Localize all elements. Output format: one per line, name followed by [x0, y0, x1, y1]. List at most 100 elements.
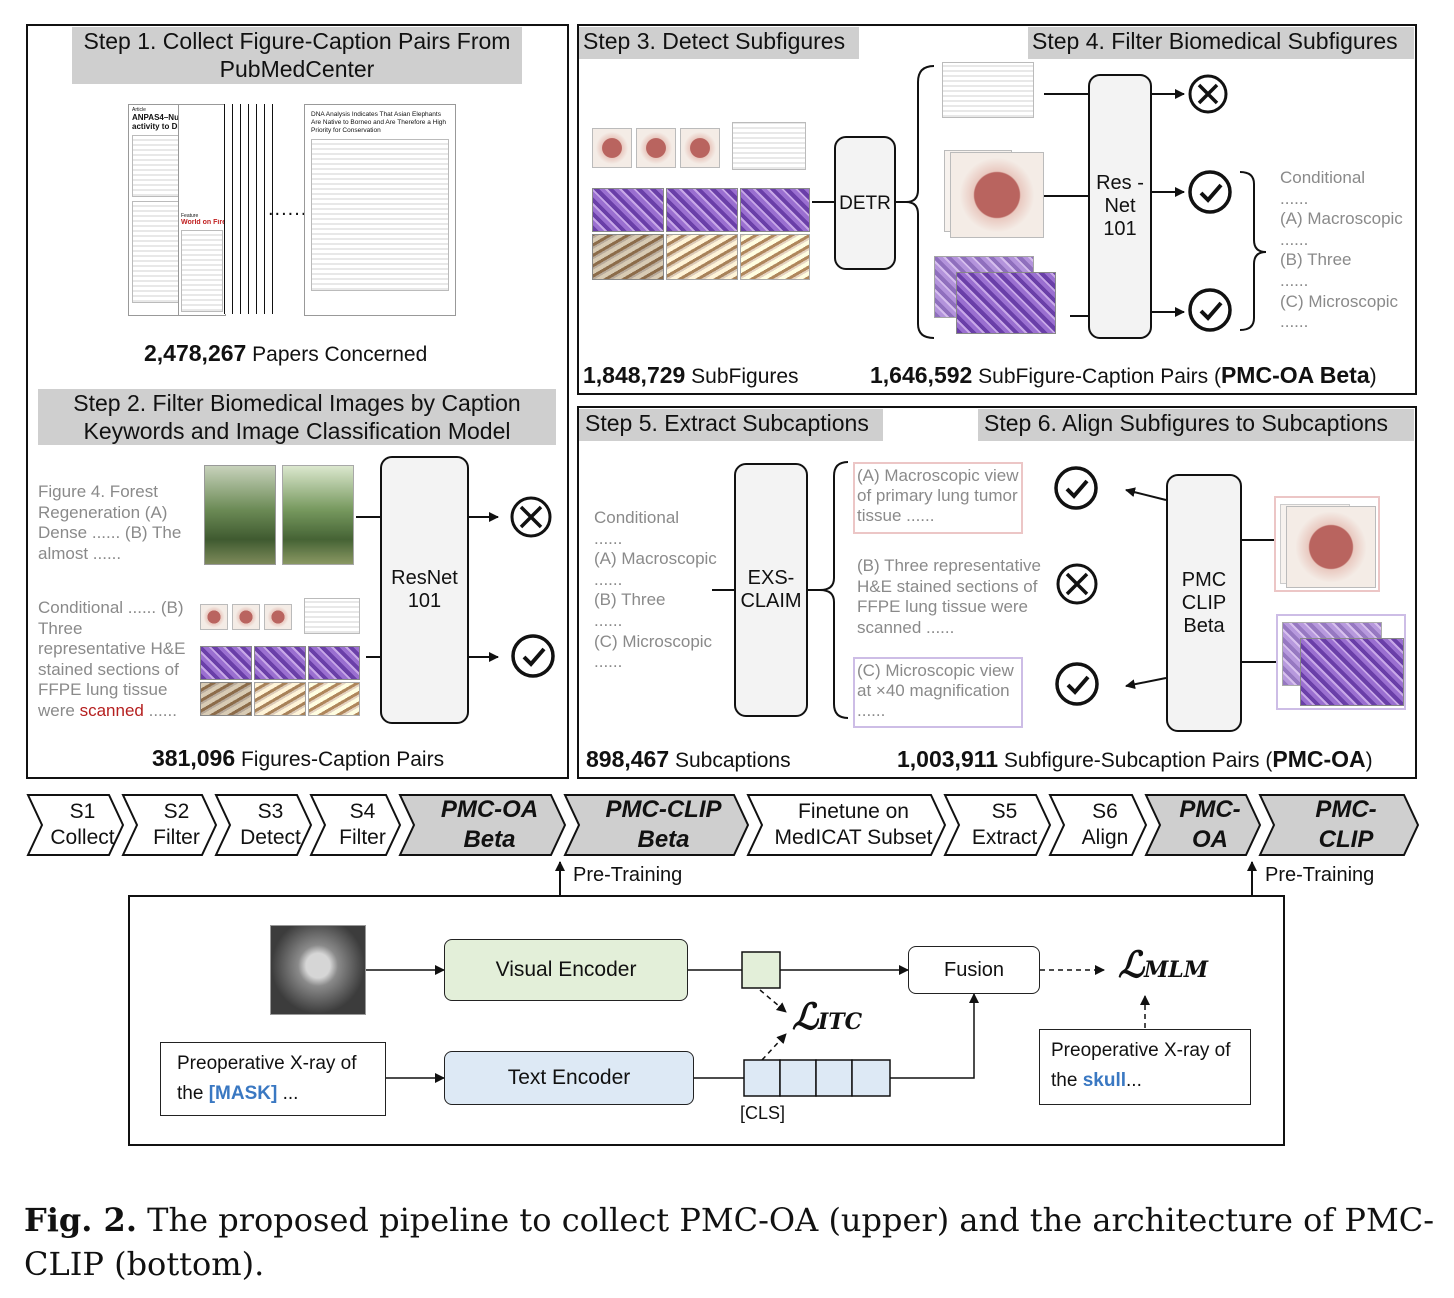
resnet101-box-step4: Res -Net 101 [1088, 74, 1152, 339]
step5-caption-line: ...... [594, 528, 623, 548]
tissue-thumb [264, 604, 292, 630]
pipeline-stage-line2: OA [1191, 826, 1228, 853]
step5-caption-line: Conditional [594, 508, 680, 527]
paper-front-title: DNA Analysis Indicates That Asian Elepha… [311, 111, 447, 134]
predicted-word: skull [1082, 1070, 1127, 1091]
paper-front: DNA Analysis Indicates That Asian Elepha… [304, 104, 456, 316]
he-stain-thumb [200, 646, 252, 680]
pipeline-stage-line2: Collect [50, 826, 115, 849]
figure-caption-text: The proposed pipeline to collect PMC-OA … [24, 1201, 1435, 1283]
step4-stat-label: SubFigure-Caption Pairs ( [978, 365, 1221, 388]
output-text-prefix: Preoperative X-ray of the [1051, 1040, 1231, 1091]
exsclaim-box: EXS- CLAIM [734, 463, 808, 717]
step1-header: Step 1. Collect Figure-Caption Pairs Fro… [72, 27, 522, 84]
pipeline-stage-chevron [1144, 794, 1262, 856]
pipeline-stage-chevron [563, 794, 750, 856]
he-stain-thumb [592, 188, 664, 232]
pipeline-stage-label: PMC- OA [1160, 795, 1260, 855]
paper-text-block-2 [132, 201, 186, 303]
aligned-tissue-frame [1274, 496, 1380, 592]
step2-header: Step 2. Filter Biomedical Images by Capt… [38, 389, 556, 445]
step5-caption-list: Conditional ...... (A) Macroscopic .....… [594, 508, 728, 673]
step5-caption-line: ...... [594, 652, 623, 672]
ihc-stain-thumb [254, 682, 306, 716]
step3-source-figure [588, 118, 810, 282]
arrow-line [890, 993, 979, 1079]
accept-icon [1055, 662, 1099, 706]
loss-itc-symbol: ℒ [792, 996, 818, 1038]
resnet101-box-step2: ResNet 101 [380, 456, 469, 724]
tissue-thumb [680, 128, 720, 168]
detected-subfigure-tissue [950, 152, 1044, 238]
step3-header: Step 3. Detect Subfigures [579, 27, 859, 59]
paper-feature-title: World on Fire [181, 219, 225, 226]
aligned-he-image [1300, 638, 1404, 706]
loss-mlm-subscript: MLM [1143, 957, 1209, 983]
paper-feature-kicker: Feature [181, 213, 199, 219]
bracket-brace [819, 461, 849, 719]
step2-caption2: Conditional ...... (B) Three representat… [38, 598, 190, 721]
step2-caption1: Figure 4. Forest Regeneration (A) Dense … [38, 482, 182, 563]
ihc-stain-thumb [666, 234, 738, 280]
loss-mlm: ℒMLM [1118, 944, 1208, 986]
step5-caption-line: ...... [594, 569, 623, 589]
paper-title-a: ANPAS4–Nu [132, 113, 179, 122]
tissue-thumb [592, 128, 632, 168]
he-stain-thumb [254, 646, 306, 680]
pipeline-stage-line1: PMC-CLIP [605, 796, 722, 823]
step2-stat-label: Figures-Caption Pairs [240, 748, 445, 771]
paper-feature: Feature World on Fire [178, 104, 226, 316]
ihc-stain-thumb [308, 682, 360, 716]
accept-icon [1188, 288, 1232, 332]
pipeline-stage-line1: S2 [163, 800, 190, 823]
mask-token: [MASK] [208, 1083, 278, 1104]
paper-stack-ellipsis: ...... [268, 198, 308, 220]
step5-caption-line: ...... [594, 610, 623, 630]
paper-stack-lines [224, 104, 273, 314]
loss-mlm-symbol: ℒ [1118, 944, 1144, 986]
pipeline-stage-chevron [943, 794, 1052, 856]
he-stain-thumb [666, 188, 738, 232]
bracket-brace [1239, 171, 1267, 331]
panel-step5-step6 [577, 406, 1417, 779]
step6-stat-value: 1,003,911 [897, 746, 999, 772]
pipeline-stage-line1: PMC- [1315, 796, 1377, 823]
pipeline-stage-chevron [214, 794, 313, 856]
ihc-stain-thumb [592, 234, 664, 280]
step4-subcaption-line: Conditional [1280, 168, 1366, 187]
step4-stat-bold: PMC-OA Beta [1220, 362, 1370, 388]
pipeline-stage-line1: S1 [69, 800, 96, 823]
step3-stat: 1,848,729 SubFigures [583, 362, 799, 389]
step5-stat-value: 898,467 [586, 746, 670, 772]
pipeline-stage-line2: CLIP [1318, 826, 1374, 853]
step5-caption-line: (C) Microscopic [594, 631, 713, 651]
pipeline-stage-line1: Finetune on [798, 800, 909, 823]
figure-caption: Fig. 2. The proposed pipeline to collect… [24, 1198, 1434, 1286]
bar-plot-thumb [304, 598, 360, 634]
subcaption-a: (A) Macroscopic view of primary lung tum… [853, 462, 1023, 534]
tissue-thumb [200, 604, 228, 630]
step4-header: Step 4. Filter Biomedical Subfigures [1028, 27, 1414, 59]
text-token [743, 1059, 781, 1097]
arrow-dashed [761, 1033, 787, 1061]
step1-stat-value: 2,478,267 [144, 340, 247, 366]
step5-caption-line: (B) Three [594, 590, 666, 610]
step4-subcaption-line: (A) Macroscopic [1280, 209, 1403, 229]
loss-itc: ℒITC [792, 996, 862, 1038]
architecture-frame [128, 895, 1285, 1146]
pipeline-stage-chevron [746, 794, 947, 856]
ihc-stain-thumb [200, 682, 252, 716]
detr-box: DETR [834, 136, 896, 270]
cls-label: [CLS] [740, 1103, 786, 1123]
pipeline-stage-line1: PMC- [1179, 796, 1241, 823]
reject-icon [510, 496, 552, 538]
step6-stat-close: ) [1365, 749, 1373, 772]
pipeline-stage-line2: Extract [971, 826, 1038, 849]
paper-title-b: activity to Dr [132, 122, 181, 131]
pipeline-stage-chevron [309, 794, 402, 856]
pipeline-stage-line2: Filter [153, 826, 200, 849]
arrow-line [1125, 677, 1167, 690]
aligned-he-frame [1276, 614, 1406, 710]
